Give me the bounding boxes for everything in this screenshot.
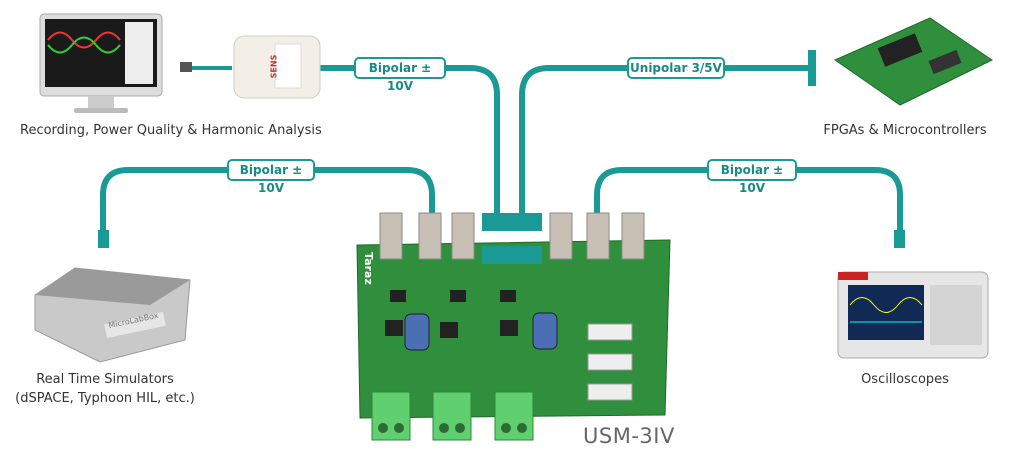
simulators-label: Real Time Simulators <box>36 372 174 387</box>
board-model-label: USM-3IV <box>583 424 675 448</box>
connector-icon <box>808 50 816 86</box>
board-brand-text: Taraz <box>361 252 375 285</box>
oscilloscopes-label: Oscilloscopes <box>861 372 949 387</box>
plug-icon <box>894 230 905 248</box>
link-label-top-right: Unipolar 3/5V <box>627 57 725 79</box>
oscilloscope-icon <box>837 271 989 359</box>
daq-dongle-icon <box>180 35 321 99</box>
real-time-simulator-icon <box>34 267 191 363</box>
link-label-top-left: Bipolar ± 10V <box>354 57 446 93</box>
fpga-board-icon <box>833 17 993 106</box>
cable-top-right <box>519 65 812 215</box>
link-label-mid-right: Bipolar ± 10V <box>707 159 797 195</box>
simulators-sublabel: (dSPACE, Typhoon HIL, etc.) <box>15 391 195 406</box>
usm-3iv-board <box>356 212 671 441</box>
link-label-mid-left: Bipolar ± 10V <box>227 159 315 195</box>
recording-label: Recording, Power Quality & Harmonic Anal… <box>20 123 322 138</box>
cable-top-left <box>318 65 500 215</box>
monitor-icon <box>39 13 163 113</box>
dongle-brand-text: SENS <box>269 54 279 79</box>
fpga-label: FPGAs & Microcontrollers <box>823 123 987 138</box>
plug-icon <box>98 230 109 248</box>
